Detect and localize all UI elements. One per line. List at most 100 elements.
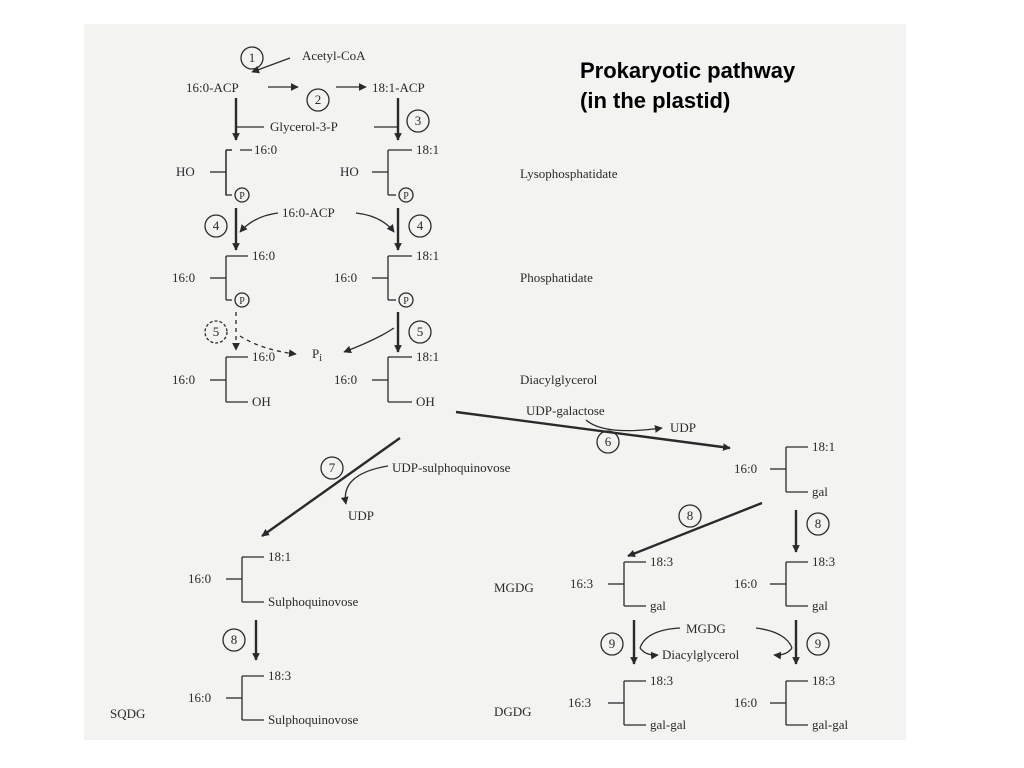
diacylglycerol-label: Diacylglycerol [520, 372, 598, 387]
sq-first-sulpho: Sulphoquinovose [268, 594, 359, 609]
step-7-circle: 7 [320, 456, 344, 480]
step-6-circle: 6 [596, 430, 620, 454]
mgdg-160-gal: gal [812, 598, 828, 613]
dag-right-c181: 18:1 [416, 349, 439, 364]
heading-line-2: (in the plastid) [580, 88, 731, 113]
sq-first-c160: 16:0 [188, 571, 211, 586]
sq-first-structure: 18:1 16:0 Sulphoquinovose [188, 549, 359, 609]
pi-arc-right [343, 327, 395, 354]
sqdg-label: SQDG [110, 706, 145, 721]
step-2-circle: 2 [306, 88, 330, 112]
step-8-left-number: 8 [687, 508, 694, 523]
arrow-to-mgdg-163 [627, 501, 763, 558]
step-5-right-number: 5 [417, 324, 424, 339]
dgdg-163-c163: 16:3 [568, 695, 591, 710]
mgdg-160-c160: 16:0 [734, 576, 757, 591]
udp-sulphoquinovose-label: UDP-sulphoquinovose [392, 460, 511, 475]
step-2-number: 2 [315, 92, 322, 107]
dgdg-label: DGDG [494, 704, 532, 719]
sqdg-structure: 18:3 16:0 Sulphoquinovose [188, 668, 359, 727]
acp-160-mid-label: 16:0-ACP [282, 205, 335, 220]
step-4-left-number: 4 [213, 218, 220, 233]
mgdg-163-c163: 16:3 [570, 576, 593, 591]
pa-right-c160: 16:0 [334, 270, 357, 285]
lyso-right-structure: 18:1 HO P [340, 142, 439, 203]
dag-left-oh: OH [252, 394, 271, 409]
mgdg-label: MGDG [494, 580, 534, 595]
udp-galactose-arc [585, 419, 663, 433]
lyso-right-ho: HO [340, 164, 359, 179]
lysophosphatidate-label: Lysophosphatidate [520, 166, 618, 181]
arrow-to-monogalactosyl [455, 410, 731, 451]
mgdg-mid-label: MGDG [686, 621, 726, 636]
udp-label-left: UDP [348, 508, 374, 523]
lyso-right-c181: 18:1 [416, 142, 439, 157]
acp-arc-right [355, 212, 395, 233]
step-8-right-number: 8 [815, 516, 822, 531]
step-1-circle: 1 [240, 46, 264, 70]
step-4-left-circle: 4 [204, 214, 228, 238]
step-9-right-circle: 9 [806, 632, 830, 656]
mgdg-arc-left [639, 627, 681, 649]
udp-sulpho-arc [340, 465, 389, 505]
sq-first-c181: 18:1 [268, 549, 291, 564]
lyso-left-structure: 16:0 HO P [176, 142, 277, 203]
dgdg-160-structure: 18:3 16:0 gal-gal [734, 673, 848, 732]
lyso-left-ho: HO [176, 164, 195, 179]
dag-right-c160: 16:0 [334, 372, 357, 387]
pa-left-structure: 16:0 16:0 P [172, 248, 275, 308]
diagram-heading: Prokaryotic pathway (in the plastid) [580, 56, 795, 116]
galactosyl-dag-structure: 18:1 16:0 gal [734, 439, 835, 499]
step-5-right-circle: 5 [408, 320, 432, 344]
mgdg-163-gal: gal [650, 598, 666, 613]
step-8-right-circle: 8 [806, 512, 830, 536]
sqdg-c183: 18:3 [268, 668, 291, 683]
udp-galactose-label: UDP-galactose [526, 403, 605, 418]
heading-line-1: Prokaryotic pathway [580, 58, 796, 83]
step-3-number: 3 [415, 113, 422, 128]
dgdg-163-c183: 18:3 [650, 673, 673, 688]
step-9-left-number: 9 [609, 636, 616, 651]
dgdg-160-c183: 18:3 [812, 673, 835, 688]
mgdg-160-structure: 18:3 16:0 gal [734, 554, 835, 613]
dag-arc-left [639, 647, 659, 660]
mgdg-163-c183: 18:3 [650, 554, 673, 569]
dgdg-160-galgal: gal-gal [812, 717, 848, 732]
pa-left-c160-top: 16:0 [252, 248, 275, 263]
phosphatidate-label: Phosphatidate [520, 270, 593, 285]
step-6-number: 6 [605, 434, 612, 449]
step-4-right-number: 4 [417, 218, 424, 233]
dag-left-c160: 16:0 [172, 372, 195, 387]
galactosyl-dag-c181: 18:1 [812, 439, 835, 454]
dag-mid-label: Diacylglycerol [662, 647, 740, 662]
mgdg-arc-right [755, 627, 793, 649]
pi-label: Pi [312, 346, 322, 364]
galactosyl-dag-gal: gal [812, 484, 828, 499]
lyso-left-p: P [239, 191, 245, 202]
udp-label-right: UDP [670, 420, 696, 435]
step-5-left-number: 5 [213, 324, 220, 339]
acetyl-coa-label: Acetyl-CoA [302, 48, 366, 63]
scanned-figure-background [84, 24, 906, 740]
pa-right-p: P [403, 296, 409, 307]
sqdg-sulpho: Sulphoquinovose [268, 712, 359, 727]
pa-left-c160: 16:0 [172, 270, 195, 285]
lyso-left-c160: 16:0 [254, 142, 277, 157]
acp-181-label: 18:1-ACP [372, 80, 425, 95]
mgdg-160-c183: 18:3 [812, 554, 835, 569]
pa-right-c181: 18:1 [416, 248, 439, 263]
step-8-left-circle: 8 [678, 504, 702, 528]
arrow-to-sulphoquinovosyl [261, 437, 401, 537]
pa-left-p: P [239, 296, 245, 307]
dgdg-163-structure: 18:3 16:3 gal-gal [568, 673, 686, 732]
step-9-left-circle: 9 [600, 632, 624, 656]
acp-160-label: 16:0-ACP [186, 80, 239, 95]
galactosyl-dag-c160: 16:0 [734, 461, 757, 476]
step-1-number: 1 [249, 50, 256, 65]
pi-dashed-arc [239, 335, 297, 358]
step-3-circle: 3 [406, 109, 430, 133]
dgdg-163-galgal: gal-gal [650, 717, 686, 732]
lyso-right-p: P [403, 191, 409, 202]
glycerol-3-p-label: Glycerol-3-P [270, 119, 338, 134]
